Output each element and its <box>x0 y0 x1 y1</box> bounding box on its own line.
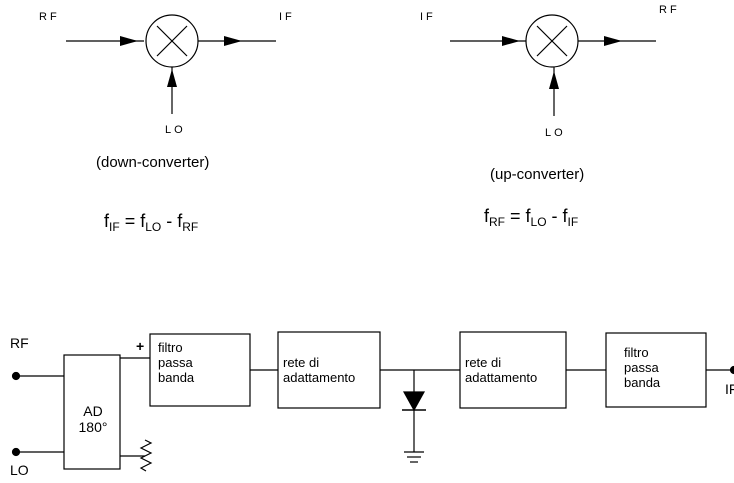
circuit-lo-label: LO <box>10 462 29 478</box>
down-mixer-cross-b <box>156 25 188 57</box>
up-converter-mixer <box>450 14 656 116</box>
resistor-symbol <box>139 439 153 472</box>
down-converter-caption: (down-converter) <box>96 154 210 171</box>
down-if-label: IF <box>279 11 295 23</box>
matching-network-1-label: rete di adattamento <box>283 355 356 385</box>
balanced-mixer-circuit <box>11 331 734 472</box>
bandpass-filter-2-label: filtro passa banda <box>624 345 661 390</box>
up-rf-arrowhead <box>604 36 622 46</box>
down-lo-arrowhead <box>167 69 177 87</box>
down-converter-equation: fIF = fLO - fRF <box>104 211 199 234</box>
down-lo-label: LO <box>165 124 186 136</box>
up-if-arrowhead <box>502 36 520 46</box>
matching-network-2-label: rete di adattamento <box>465 355 538 385</box>
up-lo-label: LO <box>545 127 566 139</box>
hybrid-180-label: AD 180° <box>78 403 108 435</box>
bandpass-filter-1-label: filtro passa banda <box>158 340 195 385</box>
up-rf-label: RF <box>659 4 680 16</box>
hybrid-plus-label: + <box>136 338 145 354</box>
circuit-if-label: IF <box>725 381 734 397</box>
if-port-dot <box>729 365 734 375</box>
up-if-label: IF <box>420 11 436 23</box>
down-converter-mixer <box>66 14 276 114</box>
down-rf-arrowhead <box>120 36 138 46</box>
down-if-arrowhead <box>224 36 242 46</box>
up-converter-equation: fRF = fLO - fIF <box>484 206 579 229</box>
circuit-rf-label: RF <box>10 335 29 351</box>
diode-symbol <box>402 391 426 412</box>
hybrid-180-block <box>63 354 121 470</box>
down-rf-label: RF <box>39 11 60 23</box>
up-converter-caption: (up-converter) <box>490 166 585 183</box>
up-mixer-cross-b <box>536 25 568 57</box>
up-lo-arrowhead <box>549 71 559 89</box>
